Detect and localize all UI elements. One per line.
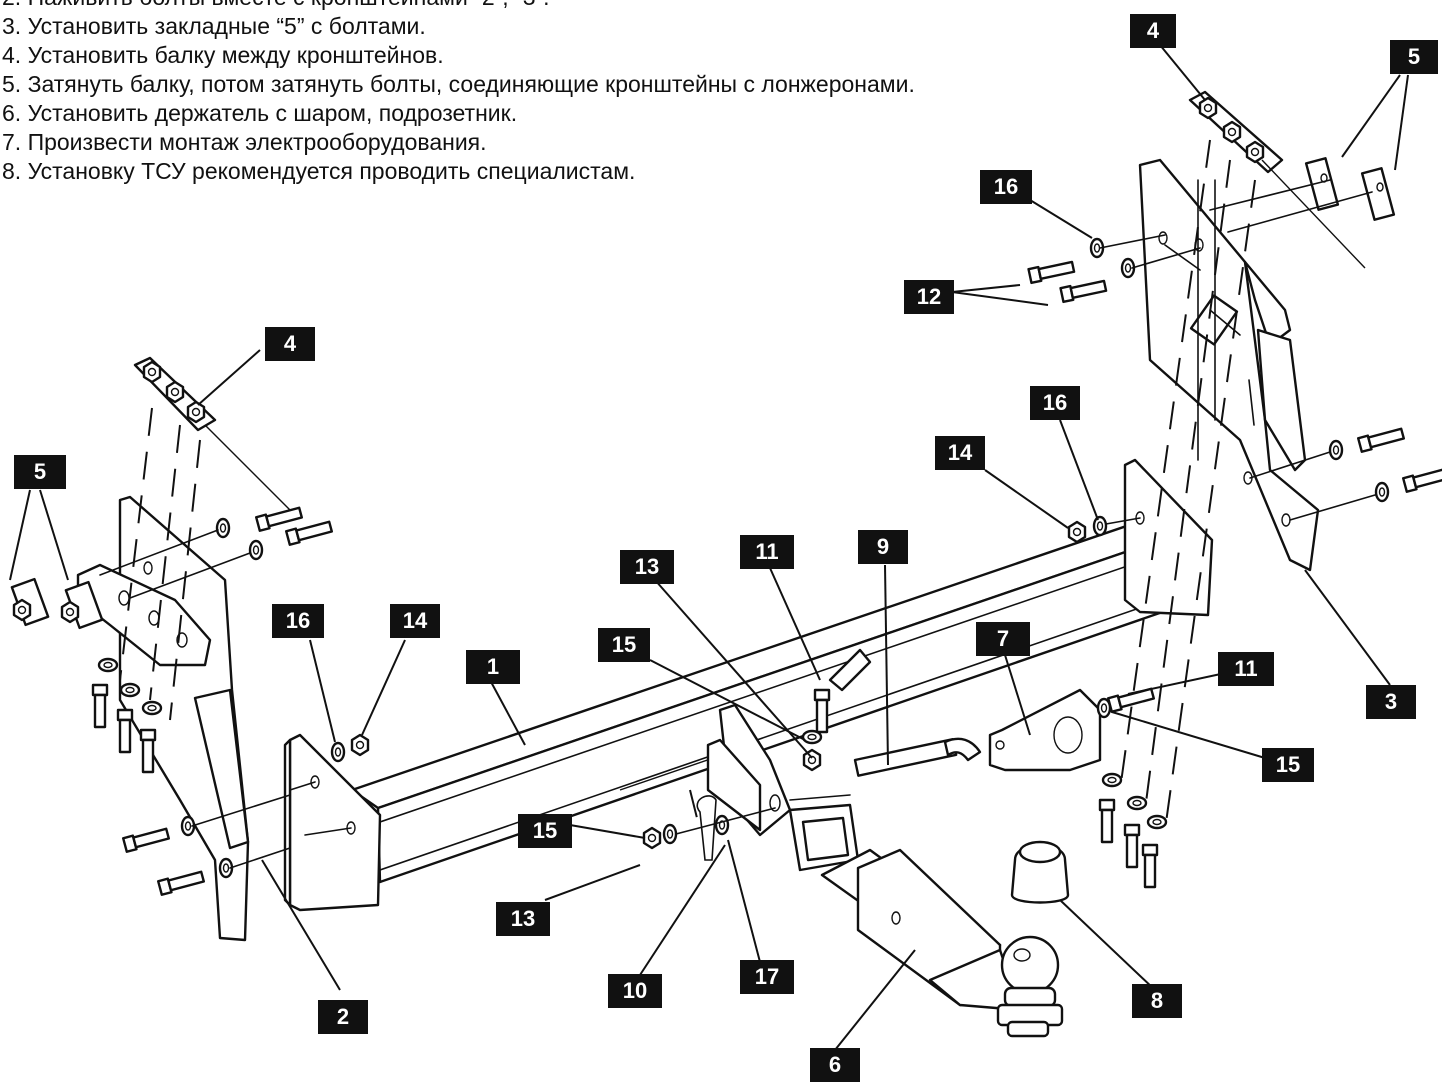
callout-14-left: 14 <box>390 604 440 638</box>
callout-15-left: 15 <box>598 628 650 662</box>
callout-16-top: 16 <box>980 170 1032 204</box>
callout-6: 6 <box>810 1048 860 1082</box>
callout-11-top: 11 <box>740 535 794 569</box>
bolt-icon <box>284 518 334 546</box>
tow-ball-icon <box>996 935 1064 1038</box>
callout-13-bottom: 13 <box>496 902 550 936</box>
hitch-pin <box>853 737 982 777</box>
instruction-step: 2. Наживить болты вместе с кронштейнами … <box>2 0 915 12</box>
instruction-step: 4. Установить балку между кронштейнов. <box>2 42 444 68</box>
callout-3: 3 <box>1366 685 1416 719</box>
callout-15-bottom: 15 <box>518 814 572 848</box>
callout-10: 10 <box>608 974 662 1008</box>
callout-8: 8 <box>1132 984 1182 1018</box>
assembly-instructions: 2. Наживить болты вместе с кронштейнами … <box>2 0 915 186</box>
washer-icon <box>215 517 231 539</box>
callout-16-mid: 16 <box>1030 386 1080 420</box>
callout-11-right: 11 <box>1218 652 1274 686</box>
embed-plates-right <box>1209 157 1396 233</box>
embed-plates-left <box>10 577 104 630</box>
callout-1: 1 <box>466 650 520 684</box>
instruction-step: 7. Произвести монтаж электрооборудования… <box>2 129 487 155</box>
ball-cap <box>1010 840 1070 904</box>
ball-mount <box>820 848 1022 1012</box>
callout-15-right: 15 <box>1262 748 1314 782</box>
callout-17: 17 <box>740 960 794 994</box>
cotter-pin-icon <box>696 795 717 861</box>
instruction-step: 5. Затянуть балку, потом затянуть болты,… <box>2 71 915 97</box>
assembly-lines <box>119 139 1256 831</box>
washer-icon <box>248 539 264 561</box>
instruction-step: 6. Установить держатель с шаром, подрозе… <box>2 100 518 126</box>
callout-4-left: 4 <box>265 327 315 361</box>
callout-14-right: 14 <box>935 436 985 470</box>
callout-9: 9 <box>858 530 908 564</box>
callout-2: 2 <box>318 1000 368 1034</box>
callout-12: 12 <box>904 280 954 314</box>
callout-5-left: 5 <box>14 455 66 489</box>
socket-plate <box>988 688 1102 772</box>
hitch-receiver <box>706 703 860 872</box>
left-bracket <box>76 495 382 942</box>
leader-lines <box>9 44 1409 1051</box>
instruction-step: 3. Установить закладные “5” с болтами. <box>2 13 426 39</box>
callout-13-top: 13 <box>620 550 674 584</box>
fasteners <box>91 234 1442 896</box>
top-plate-left <box>133 356 293 513</box>
callout-7: 7 <box>976 622 1030 656</box>
callout-16-left: 16 <box>272 604 324 638</box>
bolt-icon <box>254 504 304 532</box>
callout-4-right: 4 <box>1130 14 1176 48</box>
callout-5-right: 5 <box>1390 40 1438 74</box>
instruction-step: 8. Установку ТСУ рекомендуется проводить… <box>2 158 636 184</box>
